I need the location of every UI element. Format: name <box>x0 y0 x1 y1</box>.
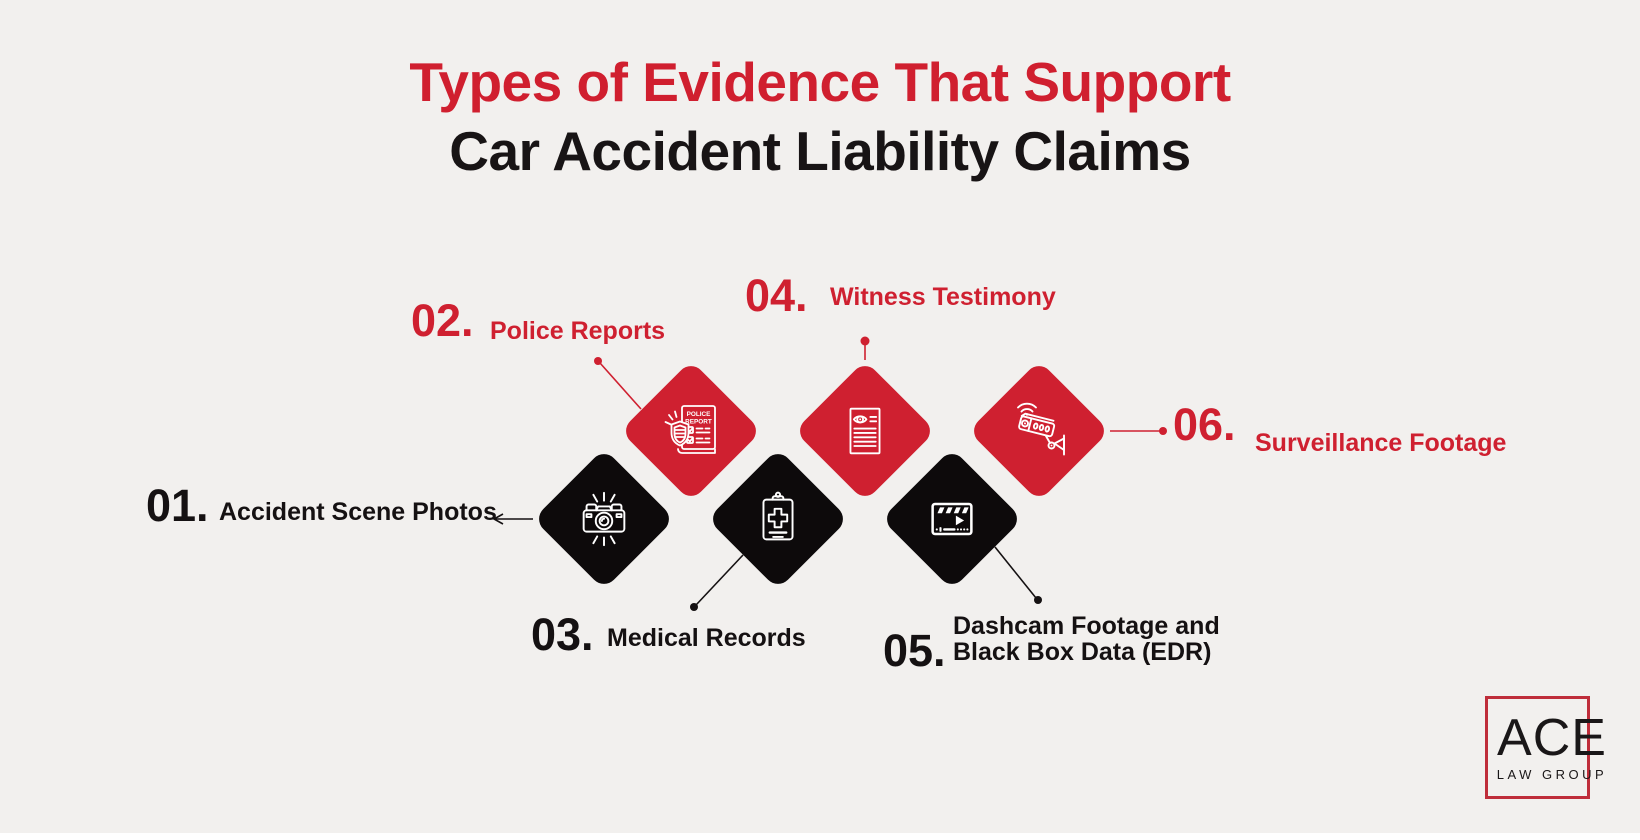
police-report-icon-holder: POLICE REPORT <box>641 381 741 481</box>
bottom-edge-strip <box>0 833 1640 840</box>
camera-icon-holder <box>554 469 654 569</box>
item-label-police-reports: Police Reports <box>490 317 666 345</box>
logo-subtitle: LAW GROUP <box>1496 767 1608 782</box>
item-label-surveillance-footage: Surveillance Footage <box>1255 429 1507 457</box>
item-label-accident-scene-photos: Accident Scene Photos <box>219 498 497 526</box>
eye-document-icon <box>849 407 881 455</box>
item-label-medical-records: Medical Records <box>607 624 806 652</box>
logo-border <box>1485 696 1590 799</box>
title-line-black: Car Accident Liability Claims <box>449 119 1191 182</box>
cctv-camera-icon <box>1017 402 1065 456</box>
dashcam-video-icon-holder <box>902 469 1002 569</box>
item-number-01: 01. <box>146 480 209 531</box>
diamond-police-reports: POLICE REPORT <box>620 360 762 502</box>
connector-police-reports <box>594 357 642 410</box>
diamond-surveillance-footage <box>968 360 1110 502</box>
item-label-witness-testimony: Witness Testimony <box>830 283 1056 311</box>
dashcam-video-icon <box>931 502 973 536</box>
item-label-dashcam-footage: Dashcam Footage and Black Box Data (EDR) <box>953 613 1220 665</box>
item-label-dashcam-line2: Black Box Data (EDR) <box>953 638 1212 666</box>
item-number-06: 06. <box>1173 399 1236 450</box>
connector-witness-testimony <box>860 336 870 360</box>
police-icon-text-line1: POLICE <box>687 411 712 418</box>
connector-accident-scene-photos <box>492 513 533 525</box>
item-label-dashcam-line1: Dashcam Footage and <box>953 612 1220 640</box>
logo-name: ACE <box>1497 709 1607 767</box>
connector-surveillance-footage <box>1110 427 1167 435</box>
camera-icon <box>582 491 626 547</box>
diamond-accident-scene-photos <box>533 448 675 590</box>
item-number-02: 02. <box>411 295 474 346</box>
item-number-05: 05. <box>883 625 946 676</box>
logo-text: ACE LAW GROUP <box>1494 712 1610 782</box>
title-line-red: Types of Evidence That Support <box>409 51 1231 113</box>
item-number-03: 03. <box>531 609 594 660</box>
eye-document-icon-holder <box>815 381 915 481</box>
diamond-dashcam-footage <box>881 448 1023 590</box>
cctv-camera-icon-holder <box>989 381 1089 481</box>
diamond-witness-testimony <box>794 360 936 502</box>
connector-dashcam-footage <box>994 546 1042 604</box>
police-report-icon: POLICE REPORT <box>664 405 716 454</box>
police-icon-text-line2: REPORT <box>685 419 712 426</box>
medical-clipboard-icon <box>762 491 794 541</box>
medical-clipboard-icon-holder <box>728 469 828 569</box>
item-number-04: 04. <box>745 270 808 321</box>
diamond-medical-records <box>707 448 849 590</box>
infographic-title: Types of Evidence That Support Car Accid… <box>0 48 1640 186</box>
